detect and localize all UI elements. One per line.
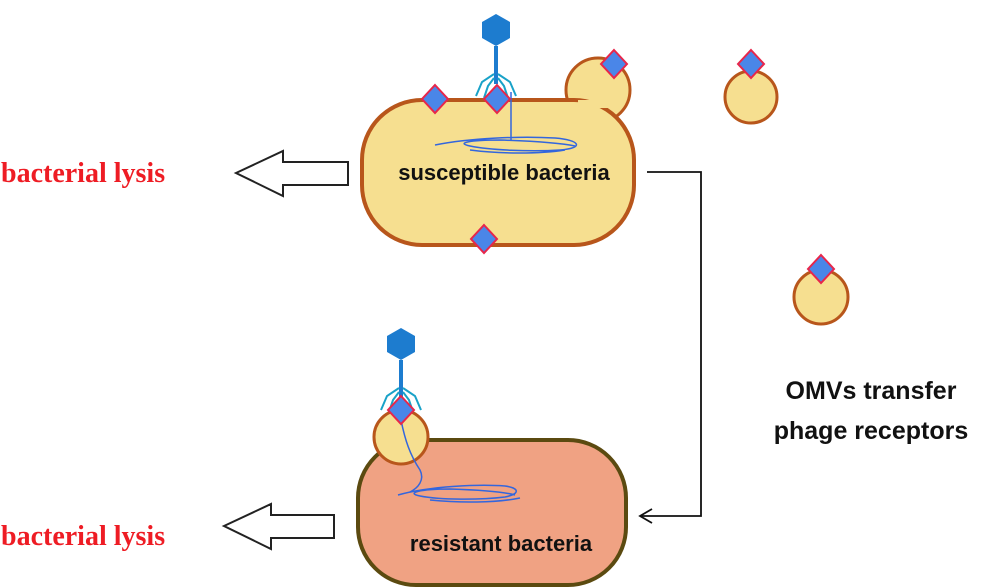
receptor-icon: [469, 223, 499, 255]
free-omv: [723, 48, 779, 125]
susceptible-label: susceptible bacteria: [398, 160, 610, 185]
free-omv: [792, 253, 850, 326]
hollow-arrow-icon: [233, 149, 349, 198]
receptor-icon: [482, 83, 512, 115]
lysis-label-bottom: bacterial lysis: [1, 521, 165, 552]
receptor-icon: [736, 48, 766, 80]
transfer-connector: [640, 171, 702, 517]
omv-caption-line2: phage receptors: [774, 417, 969, 445]
receptor-icon: [806, 253, 836, 285]
receptor-icon: [386, 394, 416, 426]
receptor-icon: [420, 83, 450, 115]
transfer-arrowhead: [638, 508, 653, 524]
resistant-cell-body: [356, 438, 628, 587]
hollow-arrow-icon: [221, 502, 335, 551]
dna-strand-top: [434, 136, 577, 154]
dna-strand-bottom: [397, 484, 521, 503]
receptor-icon: [599, 48, 629, 80]
resistant-label: resistant bacteria: [410, 531, 593, 556]
lysis-label-top: bacterial lysis: [1, 158, 165, 189]
resistant-bacterium: [356, 408, 628, 587]
omv-caption-line1: OMVs transfer: [786, 377, 957, 405]
